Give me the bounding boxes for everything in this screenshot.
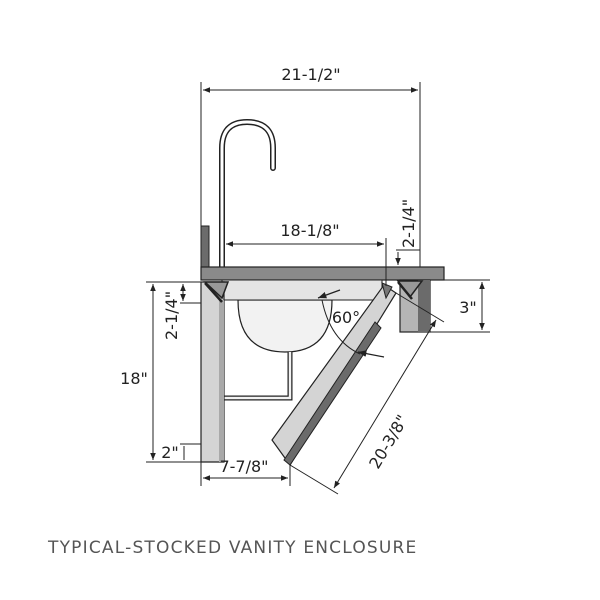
angle-arc — [321, 299, 361, 355]
dim-right-drop-label: 2-1/4" — [399, 199, 418, 248]
right-bracket-line — [397, 281, 413, 300]
right-apron-face — [418, 280, 430, 332]
dim-panel-label: 20-3/8" — [365, 411, 412, 472]
dim-panel-line — [333, 319, 437, 489]
faucet-gooseneck — [219, 118, 276, 271]
dim-height-label: 18" — [120, 369, 148, 388]
backsplash — [200, 225, 210, 269]
angle-arrow-top — [317, 289, 341, 299]
dim-left-drop-label: 2-1/4" — [162, 291, 181, 340]
dim-toe-label: 2" — [161, 443, 179, 462]
dim-bottom-label: 7-7/8" — [219, 457, 268, 476]
dim-panel-ext-bottom — [289, 464, 339, 495]
dim-overall-width-label: 21-1/2" — [281, 65, 340, 84]
left-front-panel-edge — [219, 300, 224, 462]
drain-pipe-inner — [222, 352, 292, 400]
left-bracket-line — [204, 282, 223, 303]
drain-pipe — [222, 352, 293, 401]
angle-arrow-bottom — [357, 350, 385, 358]
hinge — [381, 282, 393, 300]
angle-label: 60° — [332, 308, 360, 327]
countertop-deck — [200, 266, 445, 281]
dim-apron-label: 3" — [459, 298, 477, 317]
sink-bowl — [237, 299, 333, 353]
dim-inner-width-label: 18-1/8" — [280, 221, 339, 240]
left-bracket — [203, 281, 230, 300]
diagram-caption: TYPICAL-STOCKED VANITY ENCLOSURE — [48, 538, 418, 558]
faucet-gooseneck-inner — [220, 120, 275, 270]
dim-panel-ext-top — [395, 292, 445, 323]
deck-apron — [221, 279, 383, 301]
